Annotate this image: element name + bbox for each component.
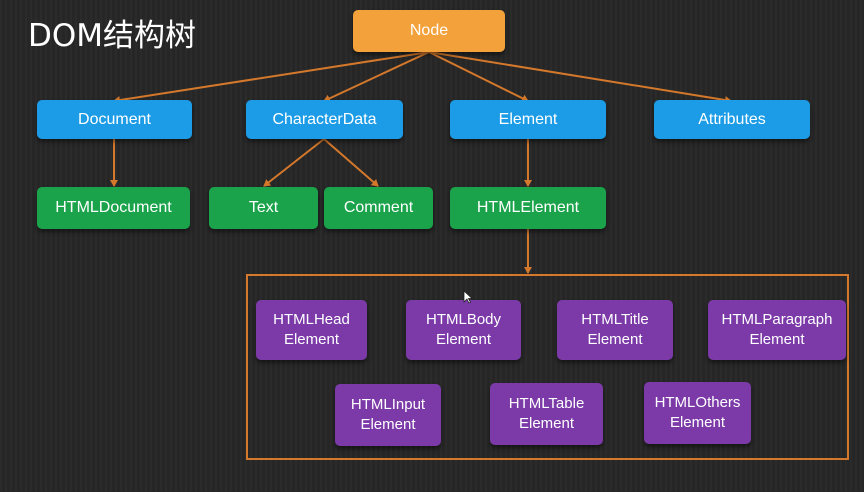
node-box-htmlinputelement: HTMLInput Element (335, 384, 441, 446)
connector-node-attributes (428, 51, 732, 104)
node-box-document: Document (37, 100, 192, 139)
node-box-htmltitleelement: HTMLTitle Element (557, 300, 673, 360)
connector-node-element (428, 51, 529, 102)
connector-node-characterdata (323, 51, 430, 103)
page-title: DOM结构树 (28, 18, 197, 54)
node-box-characterdata: CharacterData (246, 100, 403, 139)
node-box-node: Node (353, 10, 505, 52)
node-box-htmlparagraphelement: HTMLParagraph Element (708, 300, 846, 360)
connector-characterdata-text (263, 138, 325, 187)
node-box-htmlelement: HTMLElement (450, 187, 606, 229)
node-box-text: Text (209, 187, 318, 229)
node-box-htmlbodyelement: HTMLBody Element (406, 300, 521, 360)
node-box-htmldocument: HTMLDocument (37, 187, 190, 229)
node-box-comment: Comment (324, 187, 433, 229)
node-box-htmlheadelement: HTMLHead Element (256, 300, 367, 360)
node-box-htmltableelement: HTMLTable Element (490, 383, 603, 445)
mouse-cursor-icon (463, 290, 473, 304)
node-box-htmlotherselement: HTMLOthers Element (644, 382, 751, 444)
node-box-attributes: Attributes (654, 100, 810, 139)
html-element-subclasses-group (246, 274, 849, 460)
node-box-element: Element (450, 100, 606, 139)
connector-node-document (113, 51, 430, 105)
connector-characterdata-comment (323, 138, 379, 187)
